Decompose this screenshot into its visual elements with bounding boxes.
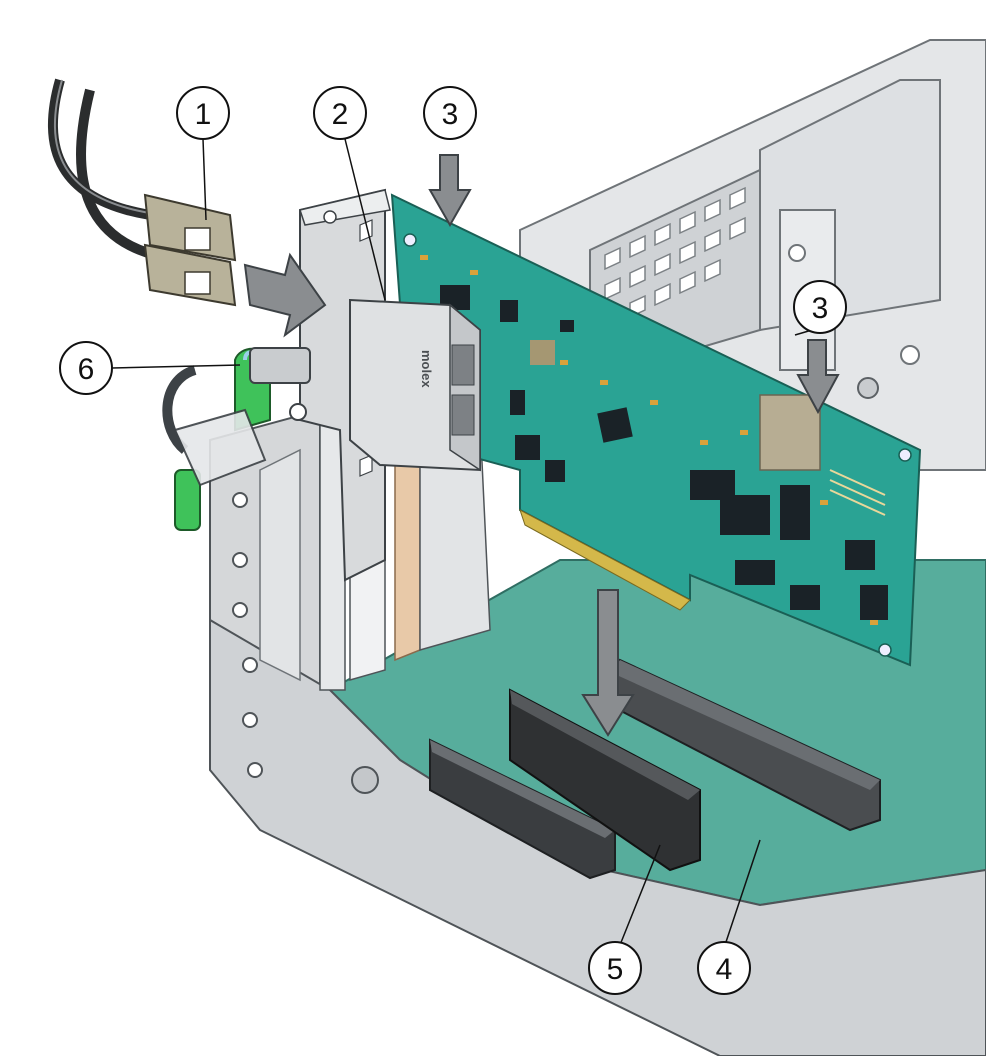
callout-6: 6 xyxy=(59,341,113,395)
callout-3b-label: 3 xyxy=(812,292,829,325)
callout-3a: 3 xyxy=(423,86,477,140)
callout-2-label: 2 xyxy=(332,98,349,131)
callout-1: 1 xyxy=(176,86,230,140)
callout-4: 4 xyxy=(697,941,751,995)
callout-5: 5 xyxy=(588,941,642,995)
callout-3a-label: 3 xyxy=(442,98,459,131)
callout-5-label: 5 xyxy=(607,953,624,986)
pcie-slot-target xyxy=(509,688,701,872)
callout-3b: 3 xyxy=(793,280,847,334)
callout-4-label: 4 xyxy=(716,953,733,986)
callout-2: 2 xyxy=(313,86,367,140)
pcie-card-latch xyxy=(162,347,311,531)
callout-1-label: 1 xyxy=(195,98,212,131)
sas-cables xyxy=(48,78,157,260)
sas-connector-cage: molex xyxy=(349,298,481,472)
callout-6-label: 6 xyxy=(78,353,95,386)
pcie-card-pcb xyxy=(390,193,922,667)
molex-brand-text: molex xyxy=(419,350,434,388)
pcie-slot-left xyxy=(429,738,616,880)
arrow-insert-card xyxy=(581,589,635,737)
callout-leaders xyxy=(111,138,813,946)
arrow-press-down-left xyxy=(428,154,472,228)
arrow-press-down-right xyxy=(796,339,840,415)
sas-cable-connector xyxy=(143,193,237,307)
arrow-connect-cable xyxy=(243,252,327,338)
